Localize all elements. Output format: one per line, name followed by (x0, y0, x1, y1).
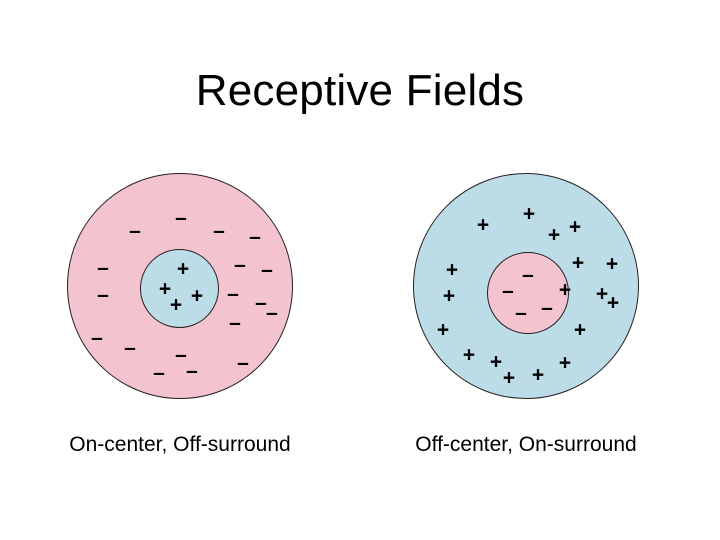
surround-sign-right: + (476, 213, 490, 237)
surround-sign-left: – (153, 361, 165, 385)
center-region-off (487, 252, 569, 334)
surround-sign-left: – (266, 301, 278, 325)
center-region-on (140, 249, 219, 328)
surround-sign-right: + (442, 284, 456, 308)
center-sign-right: – (515, 301, 527, 325)
center-sign-left: + (158, 277, 172, 301)
surround-sign-left: – (229, 311, 241, 335)
surround-sign-left: – (261, 258, 273, 282)
surround-sign-right: + (573, 318, 587, 342)
surround-sign-right: + (489, 350, 503, 374)
surround-sign-right: + (547, 223, 561, 247)
surround-sign-right: + (605, 252, 619, 276)
caption-on-center: On-center, Off-surround (69, 433, 291, 456)
center-sign-left: + (176, 257, 190, 281)
center-sign-right: – (541, 296, 553, 320)
center-sign-right: – (522, 263, 534, 287)
surround-sign-left: – (234, 253, 246, 277)
surround-sign-left: – (255, 291, 267, 315)
surround-sign-right: + (571, 251, 585, 275)
center-sign-left: + (169, 293, 183, 317)
surround-sign-right: + (522, 202, 536, 226)
surround-sign-left: – (97, 283, 109, 307)
center-sign-right: – (502, 279, 514, 303)
surround-sign-right: + (595, 282, 609, 306)
surround-sign-left: – (227, 282, 239, 306)
surround-sign-right: + (502, 366, 516, 390)
surround-sign-right: + (531, 363, 545, 387)
surround-sign-left: – (124, 336, 136, 360)
surround-sign-left: – (129, 219, 141, 243)
page-title: Receptive Fields (195, 66, 525, 116)
surround-sign-left: – (237, 351, 249, 375)
surround-sign-right: + (462, 343, 476, 367)
surround-sign-left: – (175, 343, 187, 367)
surround-sign-left: – (91, 326, 103, 350)
surround-sign-right: + (568, 215, 582, 239)
surround-sign-left: – (249, 225, 261, 249)
surround-sign-right: + (606, 291, 620, 315)
surround-sign-left: – (97, 256, 109, 280)
center-sign-left: + (190, 284, 204, 308)
surround-sign-left: – (213, 219, 225, 243)
surround-sign-left: – (175, 206, 187, 230)
surround-sign-right: + (558, 351, 572, 375)
surround-sign-right: + (436, 318, 450, 342)
caption-off-center: Off-center, On-surround (415, 433, 637, 456)
surround-sign-right: + (558, 278, 572, 302)
surround-sign-right: + (445, 258, 459, 282)
surround-sign-left: – (186, 359, 198, 383)
